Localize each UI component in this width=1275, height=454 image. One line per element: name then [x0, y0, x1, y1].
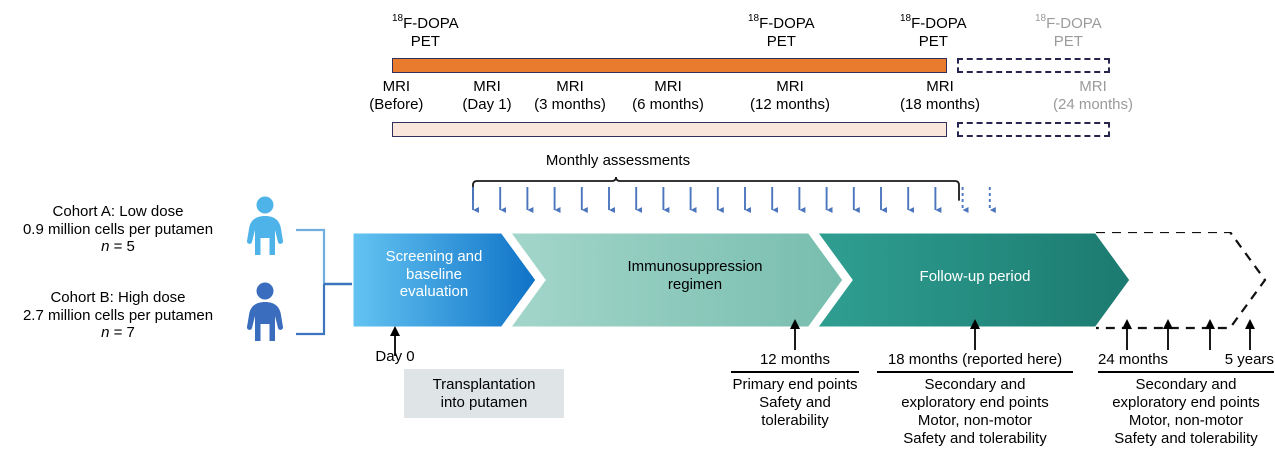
cohort-a-person-icon — [246, 196, 284, 255]
cohort-a-n: n = 5 — [101, 238, 135, 255]
phase-line-3: evaluation — [399, 283, 469, 300]
mri-time-label: (3 months) — [534, 95, 606, 113]
mri-modality-label: MRI — [776, 78, 804, 95]
phase-label-follow-up: Follow-up period — [830, 268, 1120, 286]
endpoint-heading-24-months: 24 months — [1098, 351, 1169, 368]
mri-modality-label: MRI — [1079, 78, 1107, 95]
pet-isotope-label: 18F-DOPA — [1035, 13, 1102, 32]
endpoint-12-months-line-1: Primary end points — [732, 375, 858, 393]
mri-timepoint-2: MRI(Day 1) — [462, 78, 511, 113]
mri-timepoint-3: MRI(3 months) — [534, 78, 606, 113]
mri-timeline-bar-projected — [957, 122, 1110, 137]
transplantation-line-2: into putamen — [440, 393, 528, 411]
cohort-b-title: Cohort B: High dose — [50, 289, 186, 306]
mri-time-label: (Day 1) — [462, 95, 512, 113]
pet-modality-label: PET — [410, 32, 440, 50]
mri-modality-label: MRI — [556, 78, 584, 95]
endpoint-heading-12-months: 12 months — [759, 351, 831, 368]
endpoint-arrowhead-5 — [1205, 319, 1215, 329]
transplantation-line-1: Transplantation — [432, 375, 536, 393]
endpoint-future-line-3: Motor, non-motor — [1128, 411, 1244, 429]
phase-line-2: regimen — [667, 275, 723, 293]
day-zero-arrow-icon — [390, 326, 400, 356]
mri-modality-label: MRI — [926, 78, 954, 95]
phase-flow — [352, 232, 1267, 330]
endpoint-arrowhead-4 — [1163, 319, 1173, 329]
monthly-assessments-bracket — [472, 176, 960, 201]
endpoint-future-line-1: Secondary and — [1135, 375, 1237, 393]
phase-line-1: Immunosuppression — [627, 258, 763, 275]
endpoint-arrows — [790, 319, 1255, 350]
endpoint-rule-18-months — [877, 371, 1073, 373]
pet-modality-label: PET — [1053, 32, 1083, 50]
phase-shape-future — [1096, 232, 1267, 330]
phase-line-1: Follow-up period — [919, 268, 1031, 285]
cohort-b-dose: 2.7 million cells per putamen — [22, 306, 214, 324]
endpoint-arrowhead-6 — [1245, 319, 1255, 329]
endpoint-heading-18-months: 18 months (reported here) — [887, 351, 1063, 368]
endpoint-heading-5-years: 5 years — [1224, 351, 1274, 368]
endpoint-rule-12-months — [731, 371, 859, 373]
mri-time-label: (6 months) — [632, 95, 704, 113]
mri-timepoint-1: MRI(Before) — [369, 78, 423, 113]
endpoint-18-months-line-1: Secondary and — [924, 375, 1026, 393]
phase-line-2: baseline — [406, 265, 462, 283]
pet-modality-label: PET — [918, 32, 948, 50]
monthly-assessment-arrows — [472, 187, 996, 213]
cohort-a-dose: 0.9 million cells per putamen — [22, 220, 214, 238]
mri-time-label: (12 months) — [749, 95, 831, 113]
phase-shape-screening — [352, 232, 539, 330]
phase-shape-immunosuppression — [506, 232, 846, 330]
cohort-a-title: Cohort A: Low dose — [52, 203, 184, 220]
pet-timeline-bar — [392, 58, 947, 73]
cohort-b-person-icon — [246, 282, 284, 341]
monthly-assessments-label: Monthly assessments — [545, 152, 691, 169]
pet-isotope-label: 18F-DOPA — [900, 13, 967, 32]
mri-time-label: (18 months) — [899, 95, 981, 113]
endpoint-arrowhead-2 — [970, 319, 980, 329]
endpoint-arrowhead-1 — [790, 319, 800, 329]
endpoint-future-line-4: Safety and tolerability — [1114, 429, 1258, 447]
mri-modality-label: MRI — [473, 78, 501, 95]
pet-timeline-bar-projected — [957, 58, 1110, 73]
endpoint-future-line-2: exploratory end points — [1112, 393, 1260, 411]
pet-isotope-label: 18F-DOPA — [392, 13, 459, 32]
pet-isotope-label: 18F-DOPA — [748, 13, 815, 32]
cohort-b-n: n = 7 — [101, 324, 135, 341]
transplantation-box: Transplantation into putamen — [404, 369, 564, 418]
endpoint-arrowhead-3 — [1122, 319, 1132, 329]
mri-modality-label: MRI — [654, 78, 682, 95]
mri-timepoint-5: MRI(12 months) — [750, 78, 830, 113]
endpoint-12-months-line-3: tolerability — [761, 411, 829, 429]
mri-modality-label: MRI — [382, 78, 411, 95]
endpoint-12-months-line-2: Safety and — [759, 393, 831, 411]
endpoint-18-months-line-4: Safety and tolerability — [903, 429, 1047, 447]
pet-modality-label: PET — [766, 32, 796, 50]
day-zero-label: Day 0 — [375, 348, 415, 365]
endpoint-18-months-line-2: exploratory end points — [901, 393, 1049, 411]
mri-time-label: (Before) — [369, 95, 424, 113]
endpoint-18-months-line-3: Motor, non-motor — [917, 411, 1033, 429]
mri-timepoint-6: MRI(18 months) — [900, 78, 980, 113]
mri-timepoint-7: MRI(24 months) — [1053, 78, 1133, 113]
mri-time-label: (24 months) — [1052, 95, 1134, 113]
mri-timepoint-4: MRI(6 months) — [632, 78, 704, 113]
mri-timeline-bar — [392, 122, 947, 137]
phase-line-1: Screening and — [385, 248, 483, 265]
endpoint-rule-future — [1098, 371, 1274, 373]
